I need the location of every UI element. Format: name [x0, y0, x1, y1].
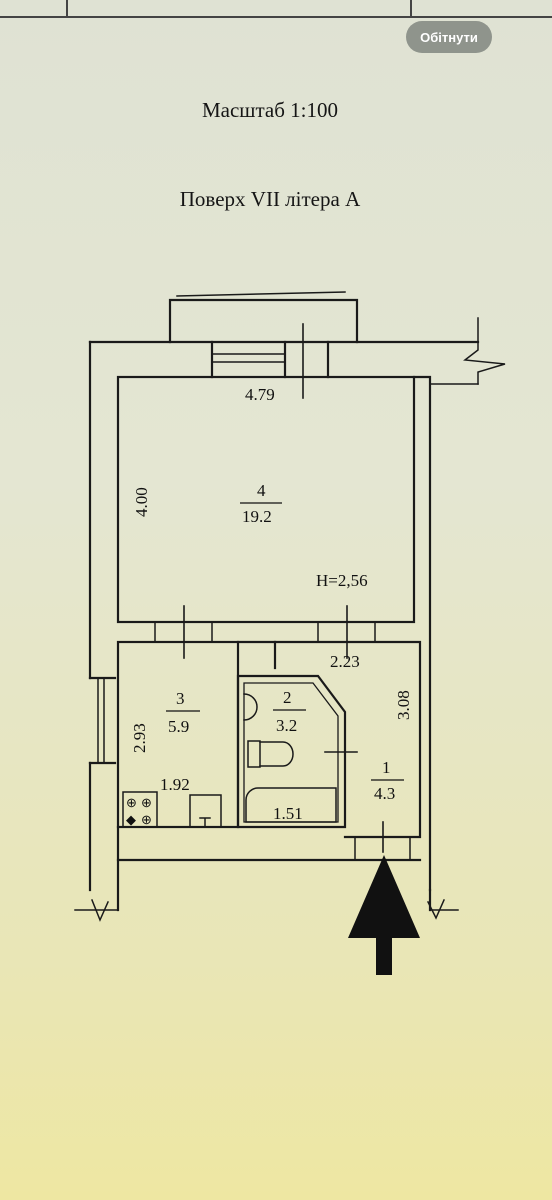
header-divider — [66, 0, 68, 17]
dim-corridor-length: 3.08 — [394, 690, 413, 720]
stove-icon: ⊕ ⊕ ◆ ⊕ — [126, 795, 152, 827]
room4-number: 4 — [257, 481, 266, 500]
header-divider — [410, 0, 412, 17]
entrance-arrow-icon — [348, 855, 420, 975]
dim-bath-width: 1.51 — [273, 804, 303, 823]
dim-kitchen-width: 1.92 — [160, 775, 190, 794]
dim-kitchen-length: 2.93 — [130, 723, 149, 753]
room1-number: 1 — [382, 758, 391, 777]
header-divider — [0, 16, 552, 18]
dim-room4-width: 4.79 — [245, 385, 275, 404]
ceiling-height: H=2,56 — [316, 571, 368, 590]
floor-label: Поверх VII літера А — [179, 187, 361, 211]
dim-room4-length: 4.00 — [132, 487, 151, 517]
svg-text:⊕: ⊕ — [126, 795, 137, 810]
room2-number: 2 — [283, 688, 292, 707]
room4-area: 19.2 — [242, 507, 272, 526]
room3-area: 5.9 — [168, 717, 189, 736]
svg-text:⊕: ⊕ — [141, 795, 152, 810]
room1-area: 4.3 — [374, 784, 395, 803]
room2-area: 3.2 — [276, 716, 297, 735]
room3-number: 3 — [176, 689, 185, 708]
dim-corridor-width: 2.23 — [330, 652, 360, 671]
svg-text:⊕: ⊕ — [141, 812, 152, 827]
crop-button[interactable]: Обітнути — [406, 21, 492, 53]
svg-text:◆: ◆ — [126, 812, 136, 827]
scale-label: Масштаб 1:100 — [201, 98, 338, 122]
